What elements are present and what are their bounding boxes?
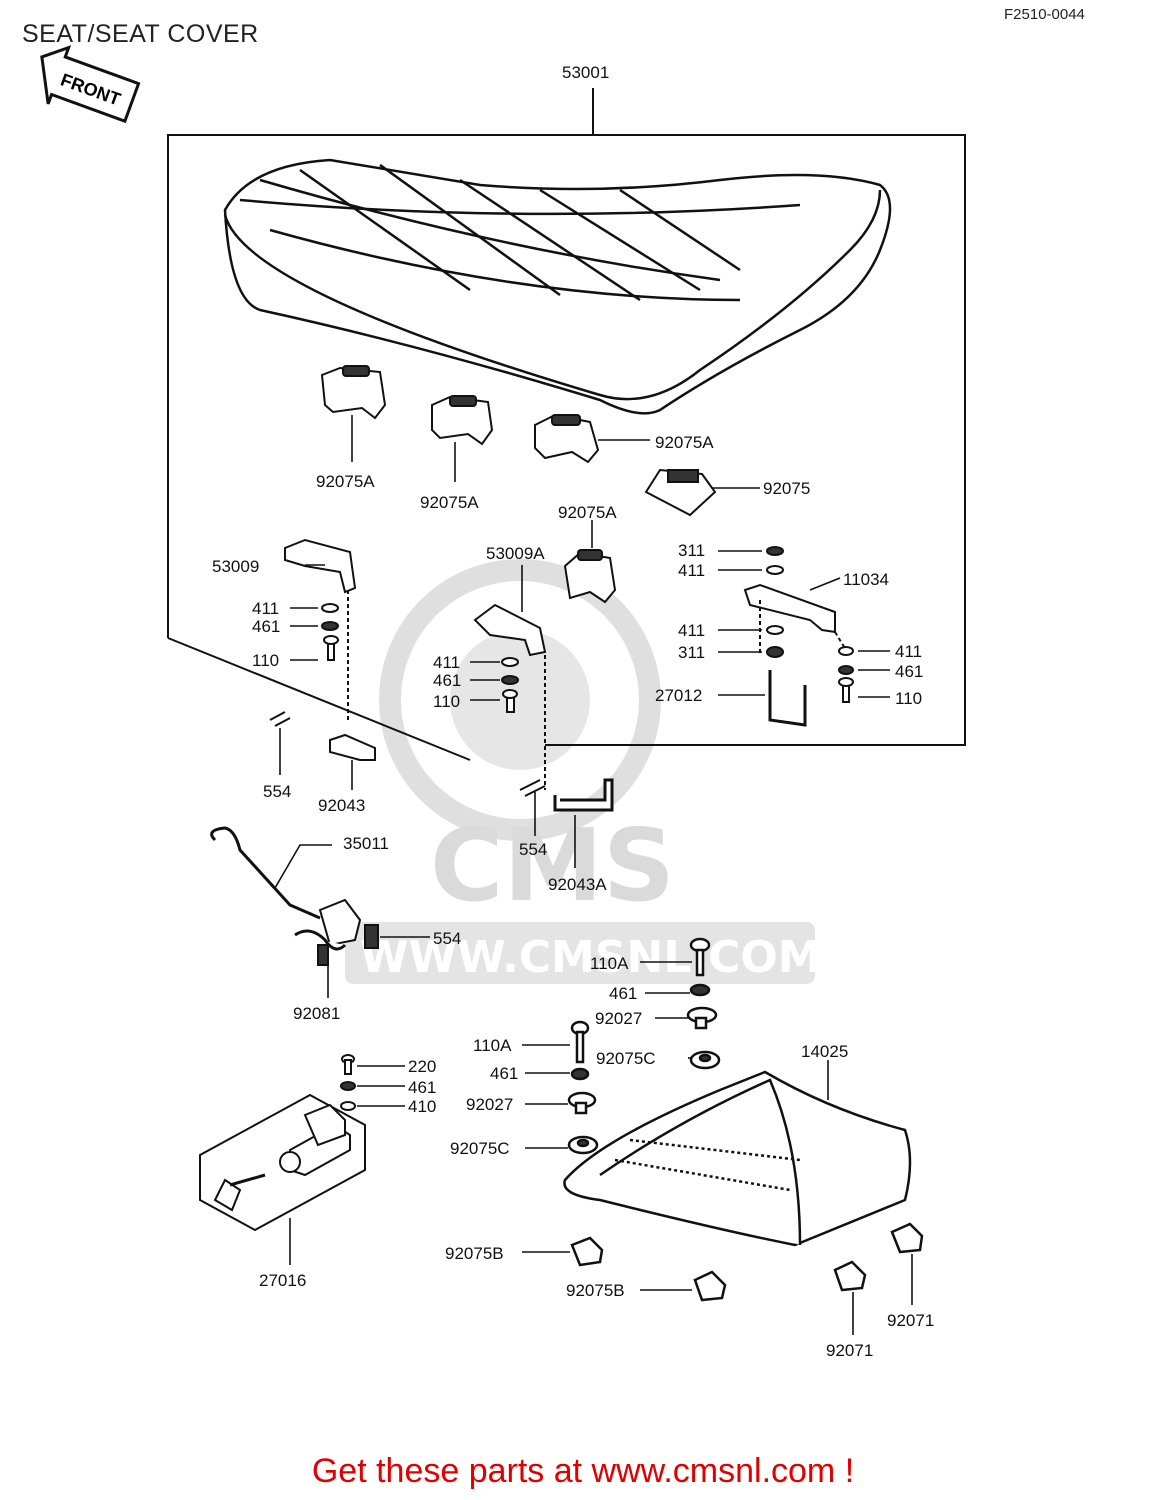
- callout-label: 411: [678, 561, 705, 580]
- rubber-pads: [320, 365, 717, 604]
- callout-label: 554: [433, 929, 461, 948]
- callout-label: 554: [263, 782, 291, 801]
- brackets-and-hardware: [210, 538, 854, 966]
- callout-label: 461: [408, 1078, 436, 1097]
- callout-label: 92071: [887, 1311, 934, 1330]
- callout-label: 14025: [801, 1042, 848, 1061]
- watermark: CMS WWW.CMSNL.COM: [345, 559, 822, 984]
- callout-label: 92043A: [548, 875, 607, 894]
- seat-lock: [199, 1054, 366, 1232]
- callout-label: 461: [490, 1064, 518, 1083]
- callout-label: 27016: [259, 1271, 306, 1290]
- callout-label: 411: [678, 621, 705, 640]
- callout-label: 110A: [590, 954, 629, 973]
- callout-label: 92027: [466, 1095, 513, 1114]
- callout-label: 92075A: [420, 493, 479, 512]
- callout-label: 461: [609, 984, 637, 1003]
- callout-label: 27012: [655, 686, 702, 705]
- callout-label: 92075A: [655, 433, 714, 452]
- callout-label: 11034: [843, 570, 889, 589]
- callout-label: 461: [252, 617, 280, 636]
- callout-label: 92075C: [596, 1049, 656, 1068]
- callout-label: 110A: [473, 1036, 512, 1055]
- seat: [223, 158, 892, 415]
- callout-label: 92027: [595, 1009, 642, 1028]
- callout-label: 53009: [212, 557, 259, 576]
- callout-label: 53009A: [486, 544, 545, 563]
- callout-label: 220: [408, 1057, 436, 1076]
- callout-label: 110: [433, 692, 460, 711]
- callout-label: 411: [895, 642, 922, 661]
- callout-label: 35011: [343, 834, 389, 853]
- callout-label: 461: [433, 671, 461, 690]
- leader-lines: [274, 415, 913, 1335]
- callout-label: 461: [895, 662, 923, 681]
- callout-label: 92081: [293, 1004, 340, 1023]
- callout-label: 110: [252, 651, 279, 670]
- callout-label: 110: [895, 689, 922, 708]
- seat-cover: [563, 937, 924, 1302]
- figure-code: F2510-0044: [1004, 6, 1085, 23]
- callout-label: 92075C: [450, 1139, 510, 1158]
- callout-label: 410: [408, 1097, 436, 1116]
- diagram-title: SEAT/SEAT COVER: [22, 20, 259, 48]
- callout-label: 92071: [826, 1341, 873, 1360]
- callout-label: 92043: [318, 796, 365, 815]
- front-arrow: FRONT: [40, 45, 141, 124]
- callout-labels: 53001 92075A 92075A 92075A 92075 92075A …: [212, 63, 934, 1360]
- callout-label: 92075B: [566, 1281, 625, 1300]
- callout-label: 554: [519, 840, 547, 859]
- callout-label: 92075B: [445, 1244, 504, 1263]
- callout-label: 311: [678, 643, 705, 662]
- seat-assembly-frame: [167, 88, 966, 761]
- watermark-logo: CMS: [430, 807, 675, 924]
- watermark-url: WWW.CMSNL.COM: [360, 932, 822, 983]
- callout-label: 92075: [763, 479, 810, 498]
- callout-label: 311: [678, 541, 705, 560]
- callout-label: 53001: [562, 63, 609, 82]
- callout-label: 411: [252, 599, 279, 618]
- callout-label: 92075A: [316, 472, 375, 491]
- buy-parts-link[interactable]: Get these parts at www.cmsnl.com !: [311, 1452, 855, 1490]
- callout-label: 92075A: [558, 503, 617, 522]
- callout-label: 411: [433, 653, 460, 672]
